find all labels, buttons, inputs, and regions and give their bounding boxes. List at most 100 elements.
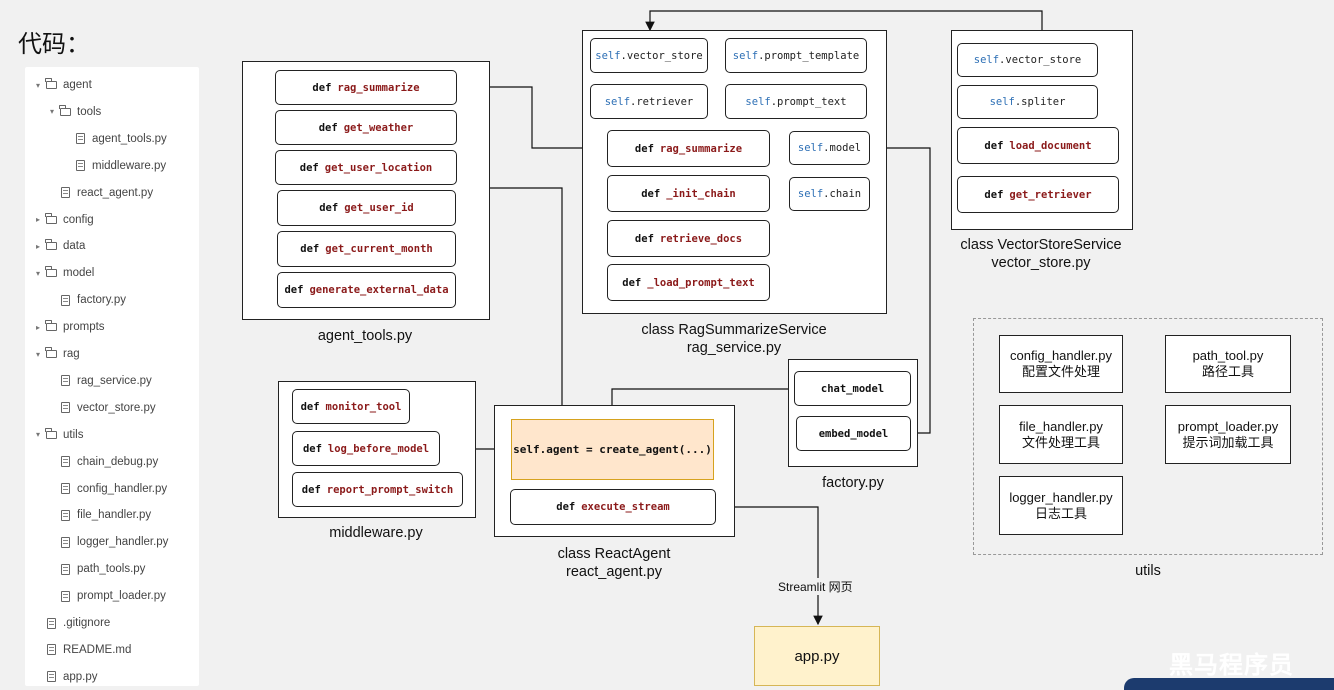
- factory-embed-model: embed_model: [796, 416, 911, 451]
- streamlit-label: Streamlit 网页: [776, 578, 855, 595]
- tree-folder[interactable]: ▾rag: [33, 344, 80, 364]
- tree-folder[interactable]: ▾ utils: [33, 425, 83, 445]
- middleware-caption: middleware.py: [329, 525, 423, 541]
- file-icon: [43, 617, 59, 629]
- tree-item-label: config_handler.py: [77, 482, 168, 495]
- file-icon: [57, 590, 73, 602]
- tree-item-label: .gitignore: [63, 617, 111, 629]
- wire-tools-to-agent: [490, 187, 567, 420]
- chevron-right-icon: ▸: [35, 215, 40, 224]
- tree-item-label: vector_store.py: [77, 401, 156, 414]
- tree-folder[interactable]: ▸ config: [33, 210, 94, 230]
- tree-folder[interactable]: ▾model: [33, 263, 94, 283]
- agent-tools-caption: agent_tools.py: [317, 328, 413, 344]
- tree-file[interactable]: react_agent.py: [47, 183, 153, 203]
- tree-file[interactable]: vector_store.py: [47, 398, 156, 418]
- tree-file[interactable]: .gitignore: [33, 613, 110, 633]
- tree-item-label: tools: [77, 105, 102, 118]
- rag-fn-init-chain: def_init_chain: [607, 175, 770, 212]
- tree-folder[interactable]: ▾ tools: [47, 102, 101, 122]
- wire-rag-to-tools: [456, 82, 607, 149]
- folder-icon: [57, 104, 73, 116]
- tree-item-label: agent: [63, 79, 92, 91]
- folder-icon: [43, 266, 59, 278]
- tree-item-label: factory.py: [77, 294, 126, 307]
- folder-icon: [43, 427, 59, 439]
- tree-folder[interactable]: ▾ agent: [33, 75, 92, 95]
- folder-icon: [43, 78, 59, 89]
- tree-item-label: rag_service.py: [77, 374, 152, 387]
- agent-create-box: self.agent = create_agent(...): [511, 419, 714, 480]
- file-icon: [57, 563, 73, 575]
- file-icon: [57, 294, 73, 306]
- page-title: 代码：: [18, 30, 90, 58]
- rag-attr-model: self.model: [789, 131, 870, 165]
- tree-file[interactable]: prompt_loader.py: [47, 586, 166, 606]
- factory-caption: factory.py: [822, 475, 884, 491]
- tree-file[interactable]: agent_tools.py: [62, 129, 167, 149]
- tree-file[interactable]: path_tools.py: [47, 559, 145, 579]
- file-icon: [57, 536, 73, 548]
- file-tree: ▾ agent ▾ tools agent_tools.py middleware.py r…: [25, 67, 199, 686]
- file-icon: [57, 509, 73, 521]
- folder-icon: [43, 347, 59, 358]
- tree-item-label: prompts: [63, 321, 105, 334]
- chevron-right-icon: ▸: [35, 241, 40, 251]
- tree-file[interactable]: rag_service.py: [47, 371, 152, 391]
- utils-caption: utils: [1135, 563, 1161, 579]
- wire-embed-to-model: [870, 143, 931, 434]
- tree-file[interactable]: logger_handler.py: [47, 532, 168, 552]
- utils-group: [973, 318, 1323, 555]
- rag-fn-load-prompt-text: def_load_prompt_text: [607, 264, 770, 301]
- folder-icon: [43, 212, 59, 224]
- tree-file[interactable]: config_handler.py: [47, 479, 167, 499]
- tree-item-label: middleware.py: [92, 159, 167, 172]
- tree-item-label: app.py: [63, 670, 98, 683]
- tree-item-label: file_handler.py: [77, 509, 152, 522]
- file-icon: [43, 644, 59, 656]
- file-icon: [57, 375, 73, 387]
- tree-file[interactable]: app.py: [33, 667, 98, 687]
- chevron-down-icon: ▾: [35, 268, 40, 278]
- chevron-down-icon: ▾: [35, 430, 40, 440]
- chevron-right-icon: ▸: [35, 322, 40, 332]
- tree-item-label: agent_tools.py: [92, 132, 167, 145]
- tree-folder[interactable]: ▸ data: [33, 236, 85, 256]
- tree-item-label: path_tools.py: [77, 563, 146, 576]
- tree-file[interactable]: README.md: [33, 640, 131, 660]
- tree-file[interactable]: chain_debug.py: [47, 452, 158, 472]
- folder-icon: [43, 239, 59, 251]
- tree-file[interactable]: middleware.py: [62, 156, 166, 176]
- file-icon: [72, 133, 88, 145]
- tree-item-label: utils: [63, 428, 84, 441]
- file-icon: [72, 160, 88, 172]
- tree-file[interactable]: file_handler.py: [47, 505, 151, 525]
- chevron-down-icon: ▾: [49, 107, 54, 117]
- tree-item-label: data: [63, 240, 86, 253]
- tree-item-label: README.md: [63, 643, 132, 656]
- tree-folder[interactable]: ▸ prompts: [33, 317, 105, 337]
- tree-file[interactable]: factory.py: [47, 290, 126, 310]
- wire-vectorstore-to-rag: [645, 10, 1043, 32]
- chevron-down-icon: ▾: [35, 80, 40, 90]
- watermark-logo: 黑马程序员: [1169, 651, 1294, 679]
- rag-attr-retriever: self.retriever: [590, 84, 708, 119]
- tree-item-label: config: [63, 213, 94, 226]
